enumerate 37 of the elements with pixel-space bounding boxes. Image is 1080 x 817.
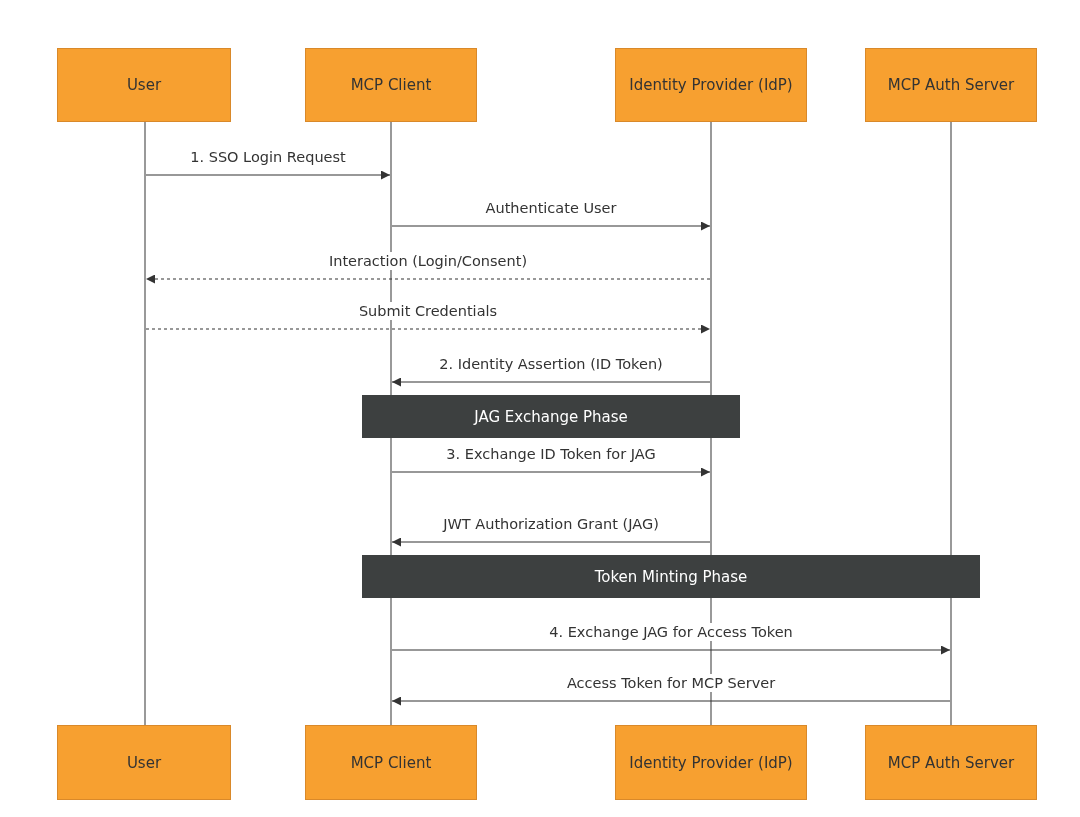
participant-label: User: [126, 753, 162, 772]
message-arrow: [145, 274, 711, 284]
participant-label: MCP Auth Server: [887, 753, 1015, 772]
message-arrow: [391, 221, 711, 231]
participant-box: [305, 725, 477, 800]
message-arrow: [145, 170, 391, 180]
lifeline: [950, 122, 952, 725]
edge-label: 1. SSO Login Request: [188, 148, 348, 166]
lifeline: [144, 122, 146, 725]
message-arrow: [391, 467, 711, 477]
edge-label: Access Token for MCP Server: [564, 674, 778, 692]
message-arrow: [391, 537, 711, 547]
message-arrow: [391, 645, 951, 655]
edge-label: 3. Exchange ID Token for JAG: [444, 445, 658, 463]
phase-label: JAG Exchange Phase: [474, 407, 628, 426]
participant-label: MCP Client: [350, 76, 432, 94]
participant-box: [57, 725, 231, 800]
participant-box: [865, 48, 1037, 122]
participant-label: Identity Provider (IdP): [629, 76, 793, 94]
participant-box: [865, 725, 1037, 800]
participant-box: [615, 48, 807, 122]
participant-box: [57, 48, 231, 122]
edge-label: JWT Authorization Grant (JAG): [441, 515, 661, 533]
phase-band: [362, 555, 980, 598]
phase-label: Token Minting Phase: [594, 567, 748, 586]
participant-box: [305, 48, 477, 122]
participant-label: Identity Provider (IdP): [629, 753, 793, 772]
participant-label: MCP Client: [350, 753, 432, 772]
phase-band: [362, 395, 740, 438]
edge-label: 2. Identity Assertion (ID Token): [437, 355, 665, 373]
edge-label: 4. Exchange JAG for Access Token: [547, 623, 795, 641]
message-arrow: [145, 324, 711, 334]
participant-box: [615, 725, 807, 800]
message-arrow: [391, 696, 951, 706]
message-arrow: [391, 377, 711, 387]
participant-label: MCP Auth Server: [887, 76, 1015, 94]
participant-label: User: [126, 76, 162, 94]
